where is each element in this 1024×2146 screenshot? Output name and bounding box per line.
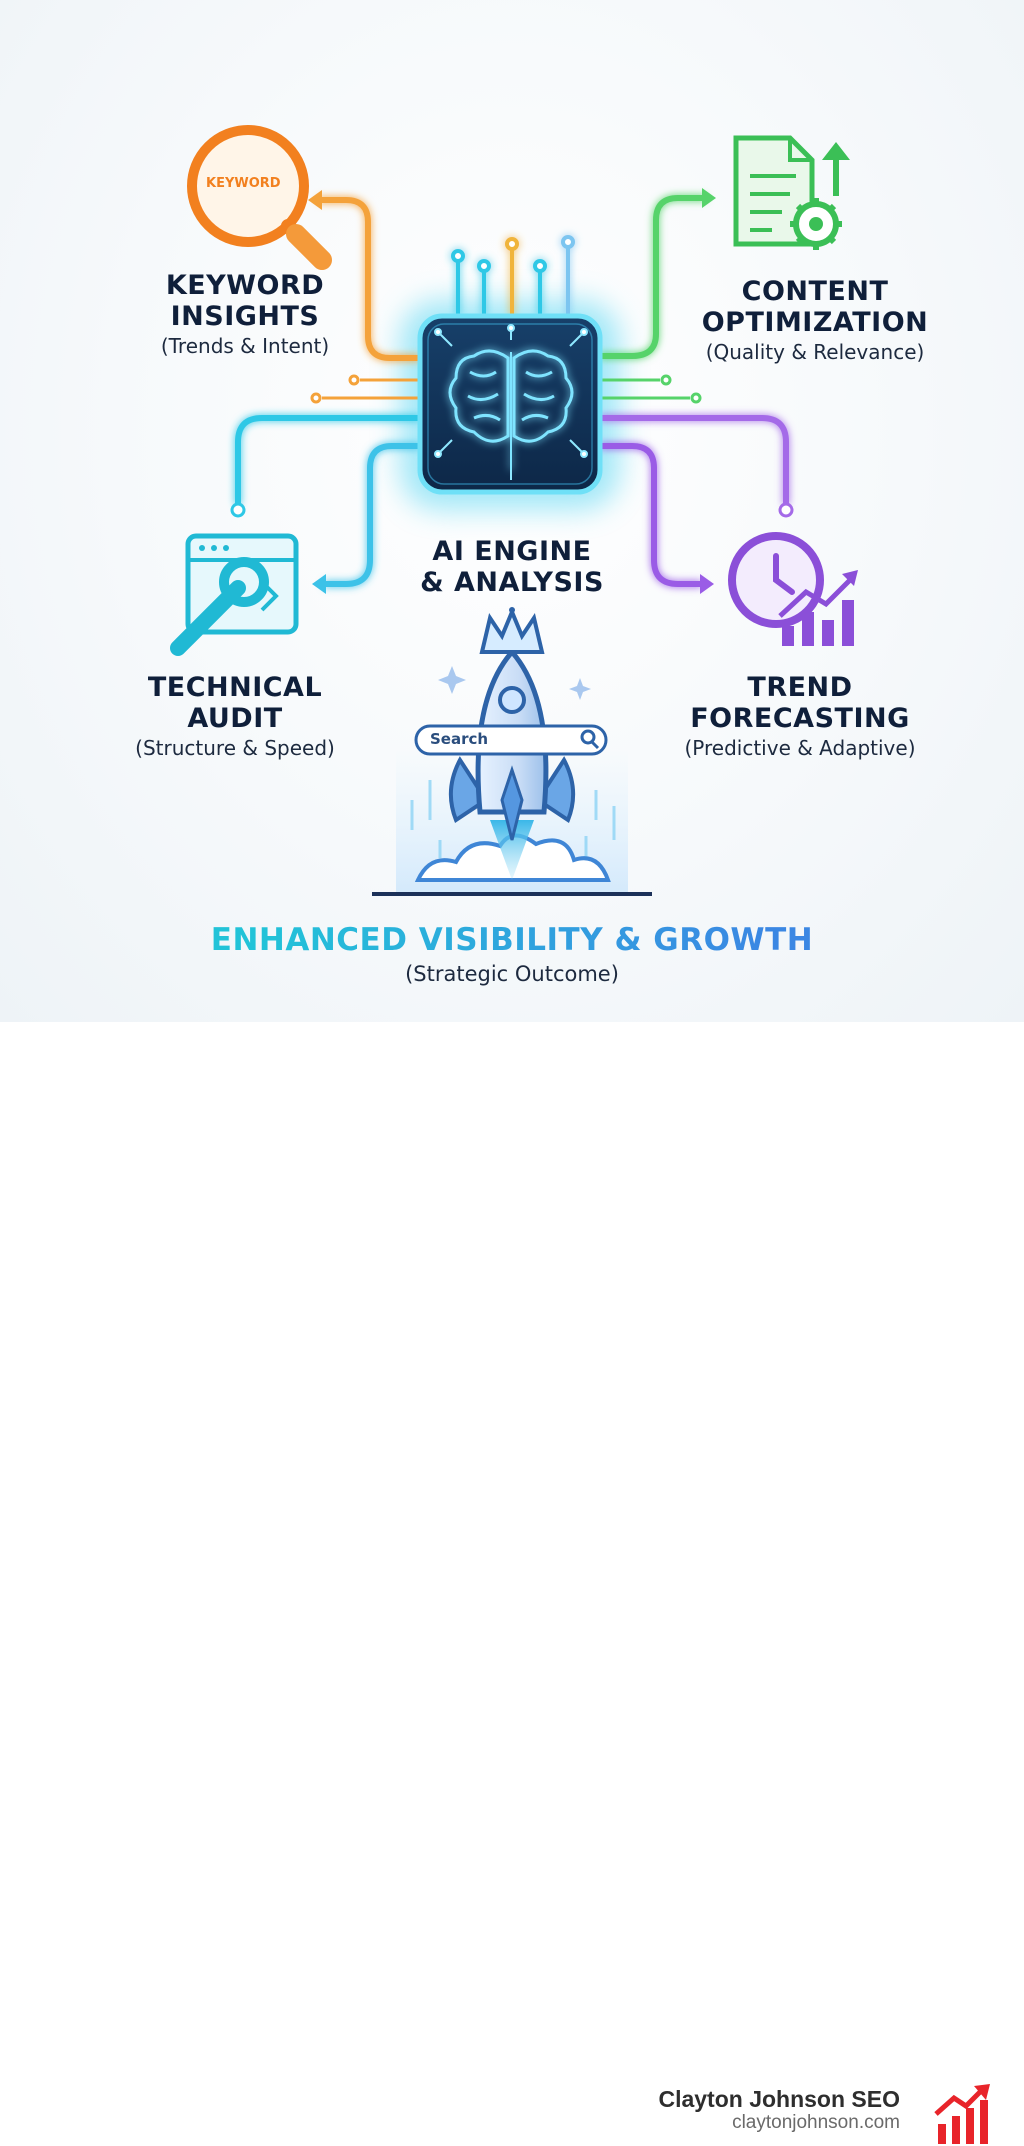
keyword-side-pins (310, 374, 420, 404)
trend-subtitle: (Predictive & Adaptive) (684, 736, 916, 760)
technical-connector-a-end (230, 502, 246, 518)
brand-url: claytonjohnson.com (732, 2112, 900, 2133)
keyword-subtitle: (Trends & Intent) (160, 334, 330, 358)
diagram-canvas: KEYWORD KEYWORD INSIGHTS (Trends & Inten… (0, 0, 1024, 1022)
document-gear-icon (733, 135, 850, 250)
keyword-title-line2: INSIGHTS (170, 301, 320, 332)
brain-icon (448, 349, 574, 470)
content-subtitle: (Quality & Relevance) (705, 340, 925, 364)
trend-connector-a (600, 415, 789, 505)
trend-connector-b (600, 443, 702, 587)
technical-title-line2: AUDIT (187, 703, 283, 734)
clock-growth-icon (728, 532, 858, 646)
code-wrench-icon (170, 533, 299, 656)
content-title: CONTENT OPTIMIZATION (660, 276, 970, 338)
technical-connector-b (324, 443, 420, 587)
technical-subtitle: (Structure & Speed) (135, 736, 335, 760)
trend-title-line2: FORECASTING (690, 703, 910, 734)
center-title-line2: & ANALYSIS (420, 567, 604, 598)
keyword-icon-text: KEYWORD (206, 176, 281, 191)
brand-name: Clayton Johnson SEO (658, 2086, 900, 2112)
outcome-subtitle: (Strategic Outcome) (405, 962, 619, 986)
rocket-search-bar (414, 724, 608, 756)
outcome-title: ENHANCED VISIBILITY & GROWTH (0, 922, 1024, 958)
connector-layer (170, 125, 858, 896)
trend-arrowhead (700, 574, 714, 594)
content-title-line1: CONTENT (741, 276, 889, 307)
rocket-illustration (372, 606, 652, 896)
content-arrowhead (702, 188, 716, 208)
trend-title: TREND FORECASTING (660, 672, 940, 734)
chip-top-pins (451, 235, 575, 316)
technical-connector-a (235, 415, 420, 505)
brand-logo-icon (934, 2084, 990, 2144)
chip-inner-traces (434, 324, 588, 480)
keyword-arrowhead (308, 190, 322, 210)
center-title-line1: AI ENGINE (432, 536, 592, 567)
content-side-pins (600, 374, 702, 404)
technical-title: TECHNICAL AUDIT (110, 672, 360, 734)
content-connector (600, 195, 706, 359)
technical-title-line1: TECHNICAL (147, 672, 323, 703)
magnifier-icon (187, 125, 332, 270)
rocket-search-text: Search (430, 730, 489, 748)
technical-arrowhead (312, 574, 326, 594)
trend-title-line1: TREND (747, 672, 853, 703)
keyword-title-line1: KEYWORD (165, 270, 325, 301)
content-title-line2: OPTIMIZATION (701, 307, 929, 338)
keyword-connector (318, 197, 420, 361)
footer: Clayton Johnson SEO claytonjohnson.com (0, 1022, 1024, 2144)
trend-connector-a-end (778, 502, 794, 518)
center-title: AI ENGINE & ANALYSIS (384, 536, 640, 598)
keyword-title: KEYWORD INSIGHTS (120, 270, 370, 332)
